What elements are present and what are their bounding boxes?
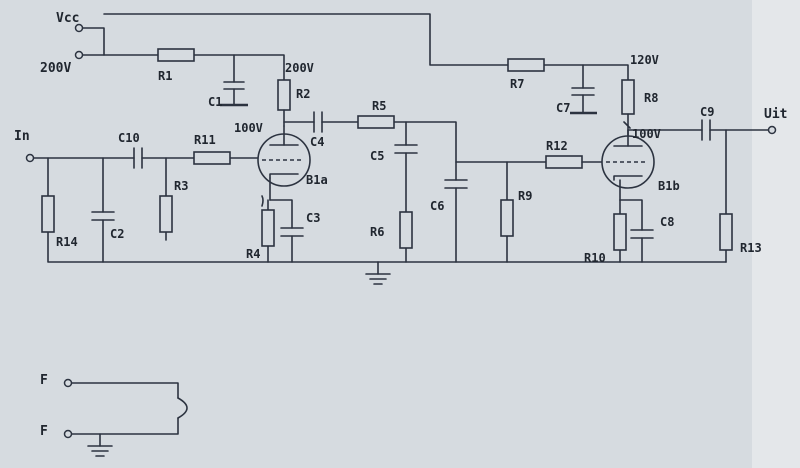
filament-circuit — [63, 378, 188, 457]
capacitor-c1 — [220, 81, 248, 107]
b1b-output-wiring — [619, 121, 769, 263]
r12-label: R12 — [546, 139, 568, 153]
c4-label: C4 — [310, 135, 324, 149]
b1a-anode-voltage-label: 100V — [234, 121, 263, 135]
r10-label: R10 — [584, 251, 606, 265]
c3-label: C3 — [306, 211, 320, 225]
b1a-cathode-wiring — [261, 195, 293, 263]
resistor-r10 — [613, 213, 627, 251]
vcc-label: Vcc — [56, 11, 79, 26]
vcc-voltage-label: 200V — [40, 61, 71, 76]
resistor-r12 — [545, 155, 583, 169]
resistor-r4 — [261, 209, 275, 247]
c9-label: C9 — [700, 105, 714, 119]
capacitor-c4 — [313, 111, 323, 133]
resistor-r9 — [500, 199, 514, 237]
output-terminal — [767, 125, 777, 135]
resistor-r8 — [621, 79, 635, 115]
paper-edge — [752, 0, 800, 468]
resistor-r14 — [41, 195, 55, 233]
output-label: Uit — [764, 107, 787, 122]
node-200v-label: 200V — [285, 61, 314, 75]
r1-label: R1 — [158, 69, 172, 83]
r14-label: R14 — [56, 235, 78, 249]
capacitor-c6 — [444, 179, 468, 189]
resistor-r7 — [507, 58, 545, 72]
r5-label: R5 — [372, 99, 386, 113]
r13-label: R13 — [740, 241, 762, 255]
resistor-r6 — [399, 211, 413, 249]
resistor-r3 — [159, 195, 173, 233]
c10-label: C10 — [118, 131, 140, 145]
resistor-r13 — [719, 213, 733, 251]
r4-label: R4 — [246, 247, 260, 261]
capacitor-c5 — [394, 144, 418, 154]
r9-label: R9 — [518, 189, 532, 203]
c8-label: C8 — [660, 215, 674, 229]
capacitor-c7 — [570, 87, 597, 115]
tube-b1a — [257, 125, 311, 201]
input-terminal — [25, 153, 35, 163]
node-120v-label: 120V — [630, 53, 659, 67]
vcc-terminal — [74, 23, 84, 60]
resistor-r2 — [277, 79, 291, 111]
c2-label: C2 — [110, 227, 124, 241]
supply-wiring — [81, 13, 629, 89]
capacitor-c8 — [630, 229, 654, 239]
tube-b1b — [601, 129, 655, 201]
b1b-anode-voltage-label: 100V — [632, 127, 661, 141]
c5-label: C5 — [370, 149, 384, 163]
capacitor-c3 — [280, 227, 304, 237]
filament-top-label: F — [40, 373, 48, 388]
coupling-wiring — [283, 121, 727, 263]
capacitor-c10 — [133, 147, 143, 169]
capacitor-c2 — [91, 211, 115, 221]
ground-symbol — [365, 261, 391, 285]
r8-label: R8 — [644, 91, 658, 105]
r11-label: R11 — [194, 133, 216, 147]
c7-label: C7 — [556, 101, 570, 115]
resistor-r1 — [157, 48, 195, 62]
resistor-r11 — [193, 151, 231, 165]
c6-label: C6 — [430, 199, 444, 213]
input-label: In — [14, 129, 30, 144]
b1b-label: B1b — [658, 179, 680, 193]
r3-label: R3 — [174, 179, 188, 193]
r6-label: R6 — [370, 225, 384, 239]
filament-bottom-label: F — [40, 424, 48, 439]
r7-label: R7 — [510, 77, 524, 91]
capacitor-c9 — [701, 119, 711, 141]
c1-label: C1 — [208, 95, 222, 109]
r2-label: R2 — [296, 87, 310, 101]
b1a-label: B1a — [306, 173, 328, 187]
resistor-r5 — [357, 115, 395, 129]
